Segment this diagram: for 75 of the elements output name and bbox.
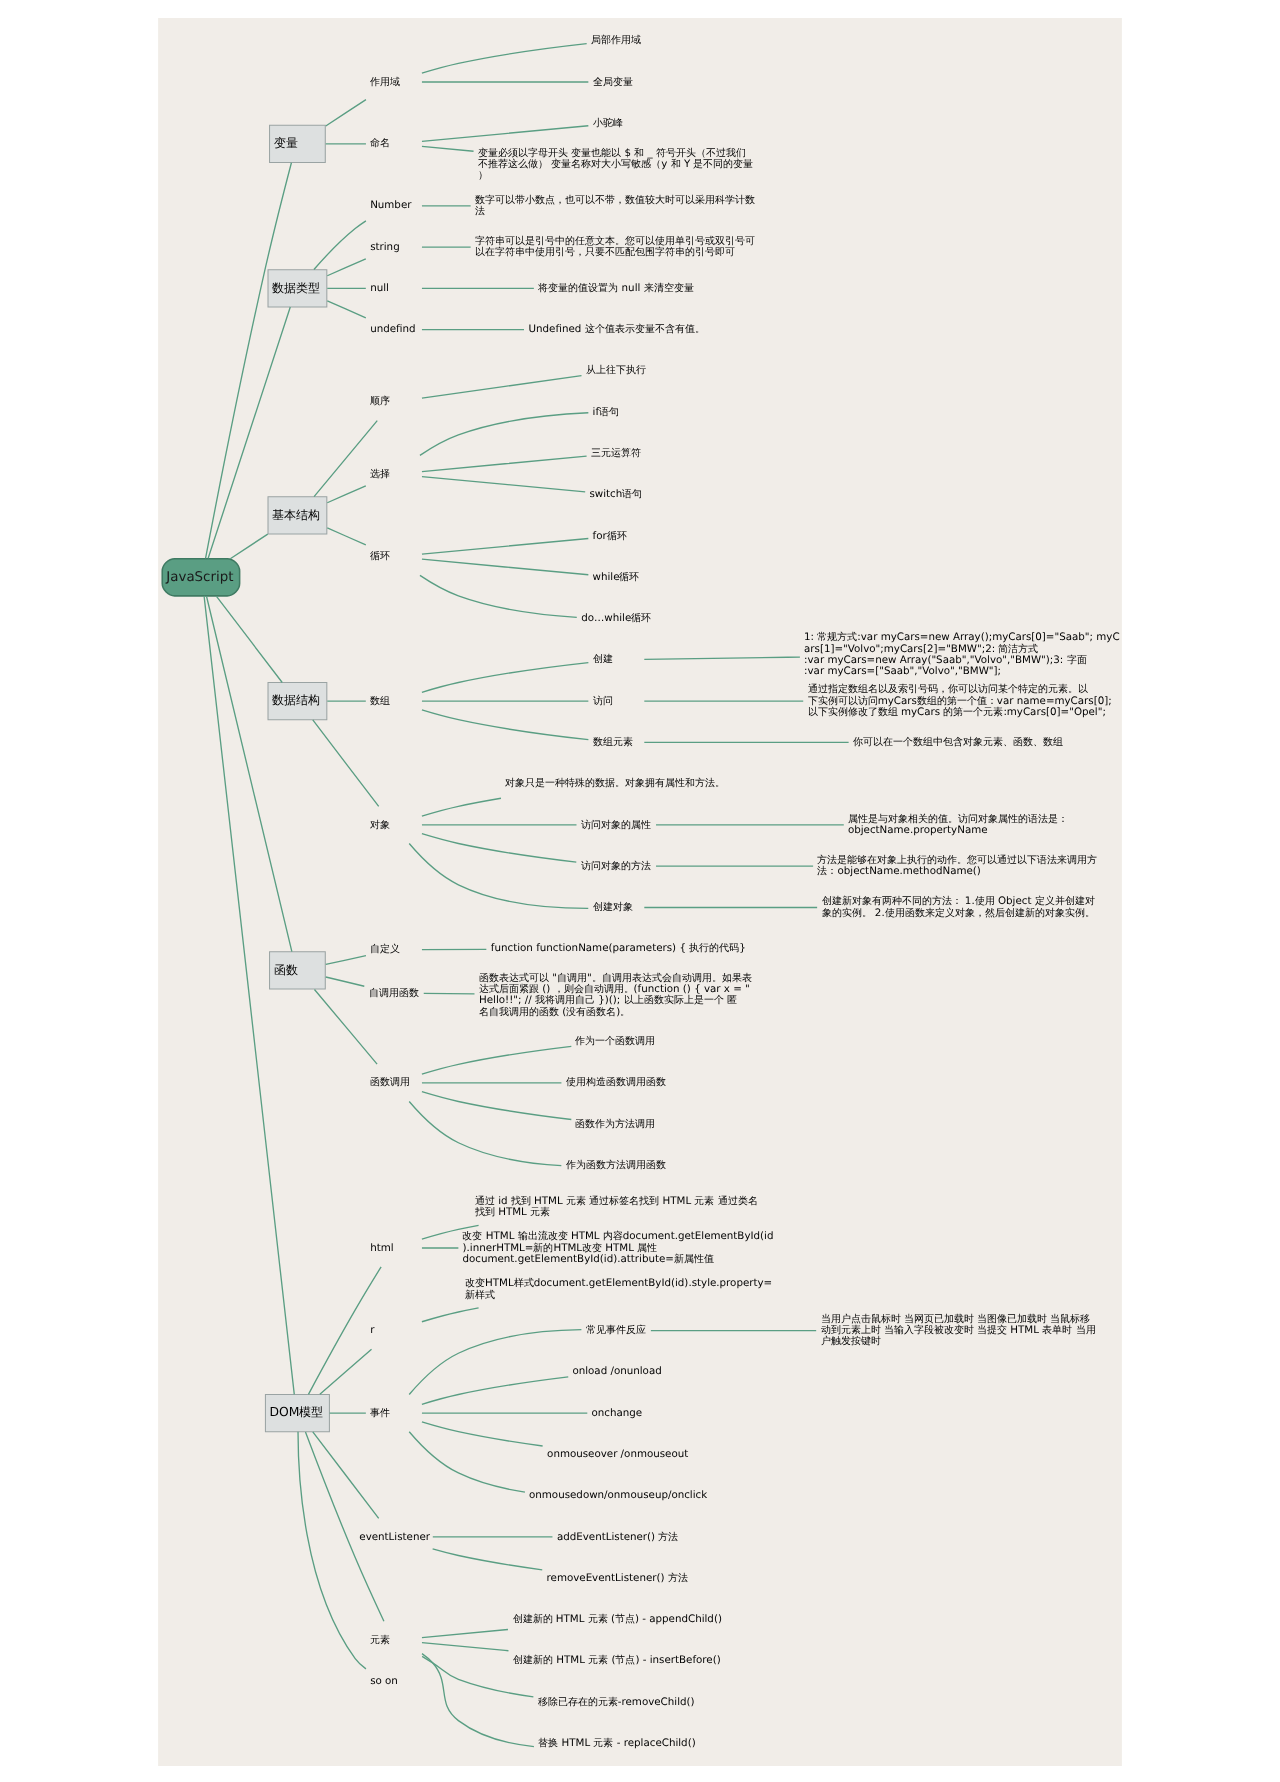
connector bbox=[421, 41, 588, 73]
connector bbox=[419, 573, 578, 617]
connector bbox=[421, 474, 586, 492]
connector bbox=[419, 411, 589, 455]
connector bbox=[421, 1651, 535, 1747]
connector bbox=[421, 80, 589, 82]
connector bbox=[203, 594, 295, 1395]
connector bbox=[326, 484, 367, 503]
connector bbox=[421, 1081, 563, 1083]
connector bbox=[421, 286, 535, 289]
connector bbox=[313, 418, 378, 497]
connector bbox=[326, 257, 367, 276]
connector bbox=[215, 594, 283, 683]
connector bbox=[307, 1265, 382, 1394]
connector bbox=[325, 142, 367, 144]
connector bbox=[421, 1627, 509, 1638]
connector bbox=[207, 305, 291, 558]
connector bbox=[421, 1306, 480, 1322]
connector bbox=[304, 1430, 385, 1621]
connector bbox=[431, 1547, 543, 1570]
connector bbox=[643, 740, 850, 743]
connector bbox=[325, 954, 367, 965]
connector bbox=[421, 796, 502, 816]
connector bbox=[421, 327, 525, 330]
connector bbox=[421, 1640, 510, 1651]
connector bbox=[421, 454, 588, 472]
connector bbox=[421, 832, 577, 862]
connector bbox=[423, 991, 476, 994]
connector bbox=[421, 660, 590, 692]
connector bbox=[421, 1654, 535, 1697]
connector bbox=[421, 699, 589, 701]
connector bbox=[326, 699, 367, 701]
connector bbox=[229, 532, 269, 559]
connector bbox=[421, 536, 589, 554]
connector bbox=[421, 1411, 588, 1413]
connector bbox=[326, 286, 367, 289]
connector bbox=[205, 594, 293, 952]
connector bbox=[421, 1044, 572, 1074]
connector bbox=[421, 1246, 460, 1248]
connector bbox=[643, 699, 804, 701]
connector bbox=[643, 905, 818, 908]
connector bbox=[421, 557, 589, 575]
connector bbox=[650, 1328, 817, 1331]
connector bbox=[325, 97, 367, 126]
connector bbox=[408, 1099, 562, 1166]
connector bbox=[421, 1375, 569, 1404]
connector bbox=[643, 655, 801, 660]
connector bbox=[432, 1535, 554, 1537]
connector bbox=[319, 1347, 373, 1395]
connector bbox=[297, 1430, 367, 1669]
connector bbox=[421, 1223, 480, 1239]
connector bbox=[421, 124, 589, 142]
connector bbox=[326, 299, 367, 318]
connector bbox=[421, 245, 472, 247]
connector bbox=[421, 708, 590, 740]
connector bbox=[313, 987, 378, 1064]
connector bbox=[408, 841, 589, 909]
connector bbox=[421, 1090, 572, 1120]
connector bbox=[408, 1328, 583, 1395]
connector bbox=[421, 144, 475, 151]
connector bbox=[326, 526, 367, 545]
connector bbox=[421, 373, 583, 398]
connector bbox=[313, 219, 367, 270]
connector bbox=[421, 1420, 544, 1446]
connector bbox=[328, 1411, 367, 1413]
connector bbox=[655, 864, 814, 866]
connector bbox=[408, 1430, 526, 1492]
connector bbox=[204, 161, 293, 559]
connector bbox=[655, 823, 845, 825]
connector bbox=[312, 1430, 380, 1518]
connector bbox=[421, 947, 487, 950]
connector bbox=[325, 975, 365, 986]
connector bbox=[312, 718, 380, 806]
connector bbox=[421, 823, 578, 825]
connector bbox=[421, 204, 472, 206]
